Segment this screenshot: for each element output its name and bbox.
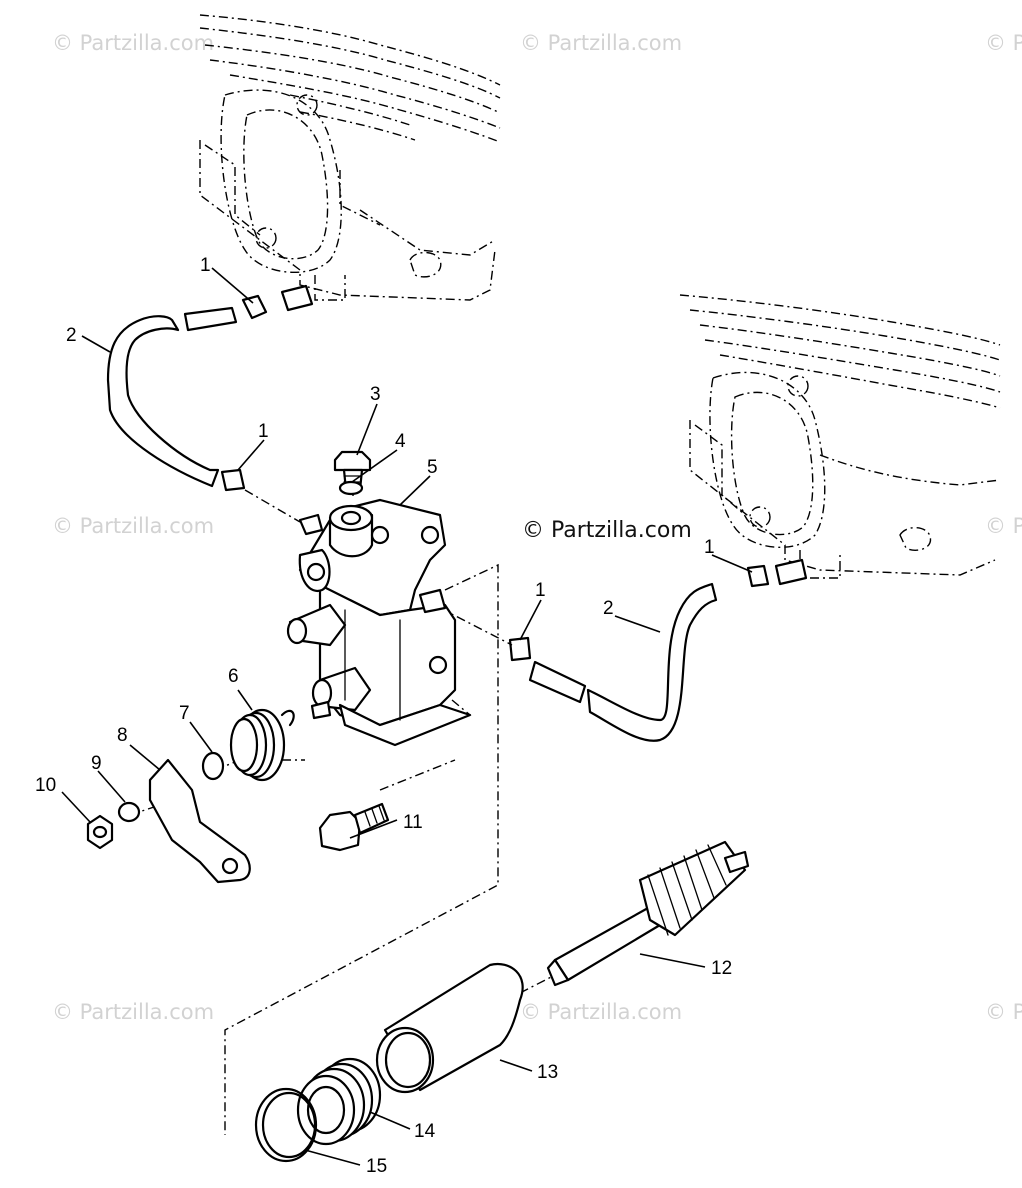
retaining-ring-15	[254, 1087, 318, 1163]
watermark: © Partzilla.com	[520, 31, 682, 55]
nut-10	[86, 814, 114, 850]
callout-13: 13	[537, 1062, 558, 1083]
upper-cylinder-outline	[199, 14, 501, 301]
watermark: © Partzilla.com	[52, 514, 214, 538]
hose-connector-right	[528, 660, 587, 704]
washer-4	[338, 480, 364, 496]
screw-11	[318, 802, 390, 852]
watermark: © Partzilla.com	[52, 1000, 214, 1024]
lock-washer-9	[117, 801, 141, 823]
hose-2-right	[586, 582, 718, 742]
callout-3: 3	[370, 384, 381, 405]
callout-labels: 1 2 1 3 4 5 1 1 2 6 7 8 9 10 11 12 13 14…	[35, 255, 732, 1177]
control-lever-8	[148, 758, 251, 884]
copyright-credit: © Partzilla.com	[522, 518, 692, 543]
oil-pump-body	[286, 498, 472, 747]
watermark: © P	[985, 31, 1022, 55]
callout-15: 15	[366, 1156, 387, 1177]
callout-5: 5	[427, 457, 438, 478]
right-hose-assembly	[508, 558, 808, 742]
sleeve-13	[375, 962, 524, 1094]
nipple-upper	[280, 284, 314, 312]
washer-7	[201, 751, 225, 781]
spring-14	[296, 1057, 382, 1146]
right-cylinder-outline	[679, 294, 1001, 579]
callout-12: 12	[711, 958, 732, 979]
upper-hose-assembly	[106, 284, 314, 492]
callout-1: 1	[704, 537, 715, 558]
callout-1: 1	[535, 580, 546, 601]
callout-7: 7	[179, 703, 190, 724]
hose-connector-upper	[183, 306, 238, 332]
callout-9: 9	[91, 753, 102, 774]
drive-shaft-12	[546, 840, 750, 987]
callout-14: 14	[414, 1121, 436, 1142]
callout-1: 1	[258, 421, 269, 442]
watermark-layer: © Partzilla.com © Partzilla.com © P © Pa…	[52, 31, 1022, 1024]
watermark: © Partzilla.com	[520, 1000, 682, 1024]
nipple-right	[774, 558, 808, 586]
watermark: © Partzilla.com	[52, 31, 214, 55]
watermark: © P	[985, 1000, 1022, 1024]
return-spring-6	[229, 708, 295, 782]
clamp-1-right-a	[508, 636, 532, 662]
hose-2-upper	[106, 315, 220, 488]
callout-8: 8	[117, 725, 128, 746]
callout-2: 2	[66, 325, 77, 346]
callout-6: 6	[228, 666, 239, 687]
leader-lines	[61, 267, 753, 1166]
callout-11: 11	[403, 812, 423, 833]
lever-hole	[221, 857, 239, 875]
clamp-1-right-b	[746, 564, 770, 588]
clamp-1-upper-b	[220, 468, 246, 492]
callout-10: 10	[35, 775, 56, 796]
callout-1: 1	[200, 255, 211, 276]
callout-2: 2	[603, 598, 614, 619]
watermark: © P	[985, 514, 1022, 538]
callout-4: 4	[395, 431, 406, 452]
clamp-1-upper-a	[241, 294, 268, 320]
